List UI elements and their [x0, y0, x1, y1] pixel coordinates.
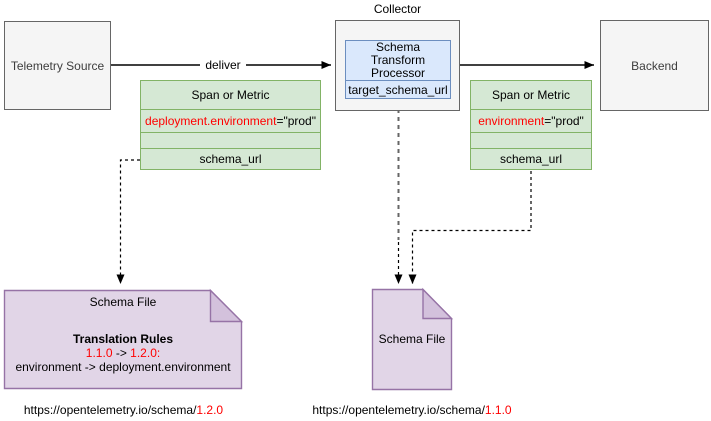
schema-url-left-text: https://opentelemetry.io/schema/1.2.0: [4, 403, 243, 417]
schema-url-middle-text: https://opentelemetry.io/schema/1.1.0: [312, 403, 512, 417]
backend-label: Backend: [631, 58, 678, 73]
span-right-attribute-row: environment="prod": [471, 109, 591, 132]
span-or-metric-left-node: Span or Metric deployment.environment="p…: [140, 80, 321, 170]
span-left-attribute-value: ="prod": [276, 114, 316, 128]
deliver-edge-label: deliver: [200, 58, 246, 72]
rule-version-to: 1.2.0:: [130, 346, 161, 360]
schema-url-middle-base: https://opentelemetry.io/schema/: [312, 403, 485, 417]
schema-transform-processor-label: Schema Transform Processor: [370, 40, 426, 80]
translation-rule-body: environment -> deployment.environment: [15, 360, 231, 374]
span-right-header: Span or Metric: [491, 88, 571, 102]
schema-file-middle-fold-corner: [422, 287, 454, 320]
span-right-schema-url-field: schema_url: [471, 148, 591, 169]
backend-node: Backend: [600, 20, 709, 111]
span-left-header: Span or Metric: [191, 88, 270, 102]
span-left-attribute-row: deployment.environment="prod": [141, 109, 320, 132]
rule-arrow: ->: [112, 346, 131, 360]
schema-url-left-version: 1.2.0: [196, 403, 224, 417]
collector-title: Collector: [373, 2, 422, 16]
schema-url-middle-version: 1.1.0: [484, 403, 512, 417]
schema-url-left-base: https://opentelemetry.io/schema/: [23, 403, 197, 417]
span-right-attribute-name: environment: [478, 114, 545, 128]
telemetry-source-label: Telemetry Source: [10, 58, 105, 73]
span-left-attribute-name: deployment.environment: [145, 114, 277, 128]
target-schema-url-field: target_schema_url: [346, 80, 450, 98]
span-right-attribute-value: ="prod": [544, 114, 584, 128]
span-right-empty-row: [471, 132, 591, 148]
schema-file-left-title: Schema File: [89, 295, 157, 309]
span-left-empty-row: [141, 132, 320, 148]
span-or-metric-right-node: Span or Metric environment="prod" schema…: [470, 80, 592, 170]
schema-transform-processor-node: Schema Transform Processor target_schema…: [345, 40, 451, 99]
rule-version-from: 1.1.0: [85, 346, 113, 360]
translation-rules-versions: 1.1.0 -> 1.2.0:: [4, 347, 242, 360]
schema-url-left-connector: [116, 159, 140, 284]
span-left-schema-url-field: schema_url: [141, 148, 320, 169]
schema-url-right-connector: [408, 171, 532, 284]
translation-rules-heading: Translation Rules: [72, 332, 174, 346]
telemetry-source-node: Telemetry Source: [4, 21, 111, 110]
schema-file-middle-title: Schema File: [378, 332, 446, 346]
